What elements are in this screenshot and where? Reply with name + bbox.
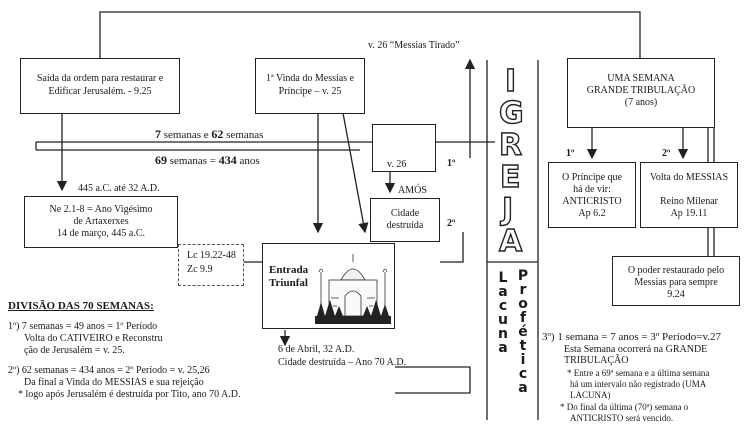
date-range: 445 a.C. até 32 A.D. (78, 183, 160, 194)
num-7: 7 (155, 127, 161, 141)
date-abril: 6 de Abril, 32 A.D. (278, 344, 355, 355)
box-cidade-destruida: Cidade destruída (370, 198, 440, 242)
principe-line-4: Ap 6.2 (578, 208, 606, 219)
txt-semanas-eq: semanas = (167, 155, 219, 167)
div3-line-1: 3º) 1 semana = 7 anos = 3º Período=v.27 (542, 331, 721, 343)
cidade-line-2: destruída (386, 220, 424, 231)
vinda-line-2: Príncipe – v. 25 (278, 86, 342, 97)
div3-line-3: TRIBULAÇÃO (564, 355, 629, 366)
semanas-7-62: 7 semanas e 62 semanas (155, 128, 263, 141)
temple-illustration-icon (315, 254, 391, 324)
ordinal-2: 2º (447, 218, 456, 229)
ordinal-1: 1º (447, 158, 456, 169)
num-62: 62 (211, 127, 224, 141)
profetica-vertical: Profética (515, 268, 531, 394)
div1-line-2: Volta do CATIVEIRO e Reconstru (24, 333, 163, 344)
principe-line-2: há de vir: (573, 184, 611, 195)
box-primeira-vinda: 1ª Vinda do Messias e Príncipe – v. 25 (255, 58, 365, 114)
box-uma-semana: UMA SEMANA GRANDE TRIBULAÇÃO (7 anos) (567, 58, 715, 128)
ne-line-3: 14 de março, 445 a.C. (56, 228, 146, 239)
entrada-line-1: Entrada (269, 264, 309, 276)
ordinal-right-2: 2º (662, 148, 671, 159)
zc-ref: Zc 9.9 (187, 264, 213, 275)
div2-line-1: 2º) 62 semanas = 434 anos = 2º Período =… (8, 365, 210, 376)
principe-line-3: ANTICRISTO (562, 196, 622, 207)
cidade-destruida-70: Cidade destruída – Ano 70 A.D. (278, 357, 407, 368)
txt-semanas-e: semanas e (161, 129, 212, 141)
div2-line-2: Da final a Vinda do MESSIAS e sua rejeiç… (24, 377, 204, 388)
principe-line-1: O Príncipe que (562, 172, 622, 183)
igreja-letter-e: E (499, 159, 521, 195)
box-saida-ordem: Saída da ordem para restaurar e Edificar… (20, 58, 180, 114)
div1-line-1: 1º) 7 semanas = 49 anos = 1º Período (8, 321, 158, 332)
vinda-line-1: 1ª Vinda do Messias e (265, 73, 355, 84)
volta-line-1: Volta do MESSIAS (649, 172, 729, 183)
box-poder-restaurado: O poder restaurado pelo Messias para sem… (612, 256, 740, 306)
cross-v26: v. 26 (387, 159, 407, 170)
divisao-title: DIVISÃO DAS 70 SEMANAS: (8, 300, 154, 312)
box-cross: v. 26 (372, 124, 436, 172)
igreja-letter-r: R (498, 127, 523, 163)
ne-line-2: de Artaxerxes (73, 216, 129, 227)
semana-line-2: GRANDE TRIBULAÇÃO (586, 85, 696, 96)
div3-line-4: * Entre a 69ª semana e a última semana (567, 368, 710, 378)
num-69: 69 (155, 153, 167, 167)
div3-line-2: Esta Semana ocorrerá na GRANDE (564, 344, 708, 355)
box-lc-zc: Lc 19.22-48 Zc 9.9 (178, 244, 244, 286)
cidade-line-1: Cidade (390, 208, 420, 219)
messias-tirado-text: v. 26 “Messias Tirado” (368, 40, 460, 51)
box-principe: O Príncipe que há de vir: ANTICRISTO Ap … (548, 162, 636, 228)
poder-line-3: 9.24 (667, 289, 685, 300)
poder-line-1: O poder restaurado pelo (627, 265, 725, 276)
div1-line-3: ção de Jerusalém = v. 25. (24, 345, 125, 356)
volta-line-3: Reino Milenar (659, 196, 719, 207)
igreja-letter-g: G (498, 95, 524, 131)
txt-anos: anos (236, 155, 260, 167)
saida-line-2: Edificar Jerusalém. - 9.25 (48, 86, 152, 97)
semana-line-3: (7 anos) (624, 97, 658, 108)
entrada-line-2: Triunfal (269, 277, 308, 289)
messias-tirado-label: v. 26 “Messias Tirado” (368, 40, 460, 52)
div2-line-3: * logo após Jerusalém é destruída por Ti… (18, 389, 241, 400)
box-entrada-triunfal: Entrada Triunfal (262, 243, 395, 329)
ordinal-right-1: 1º (566, 148, 575, 159)
lc-ref: Lc 19.22-48 (187, 250, 236, 261)
saida-line-1: Saída da ordem para restaurar e (36, 73, 164, 84)
box-volta-messias: Volta do MESSIAS Reino Milenar Ap 19.11 (640, 162, 738, 228)
semana-line-1: UMA SEMANA (607, 73, 675, 84)
lacuna-vertical: Lacuna (495, 270, 511, 354)
ne-line-1: Ne 2.1-8 = Ano Vigésimo (49, 204, 153, 215)
div3-line-8: ANTICRISTO será vencido. (570, 413, 674, 423)
box-neemias: Ne 2.1-8 = Ano Vigésimo de Artaxerxes 14… (24, 196, 178, 248)
volta-line-4: Ap 19.11 (670, 208, 708, 219)
igreja-letter-i: I (504, 63, 517, 99)
num-434: 434 (218, 153, 237, 167)
cross-icon (390, 130, 414, 158)
semanas-69: 69 semanas = 434 anos (155, 154, 260, 167)
txt-semanas: semanas (223, 129, 264, 141)
div3-line-5: há um intervalo não registrado (UMA (570, 379, 707, 389)
igreja-column: I G R E J A (496, 62, 530, 260)
amos-label: AMÓS (398, 185, 427, 196)
div3-line-7: * Do final da última (70ª) semana o (560, 402, 689, 412)
poder-line-2: Messias para sempre (634, 277, 718, 288)
igreja-letter-j: J (501, 191, 514, 227)
igreja-letter-a: A (498, 223, 523, 259)
div3-line-6: LACUNA) (570, 390, 611, 400)
